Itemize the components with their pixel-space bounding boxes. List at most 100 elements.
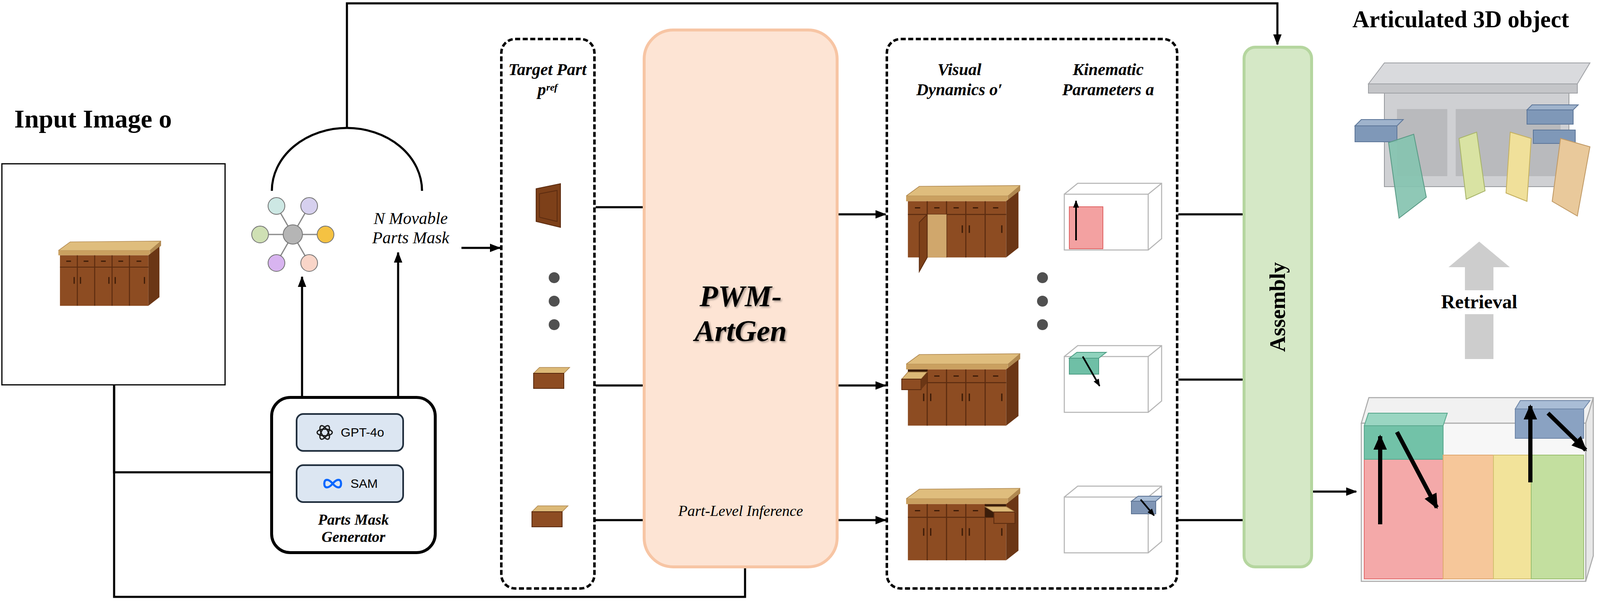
part-crop bbox=[531, 183, 570, 527]
column-heading: Kinematic Parameters a bbox=[1056, 59, 1160, 100]
cabinet-open-door bbox=[906, 185, 1021, 272]
feed-arrow bbox=[301, 276, 304, 397]
part-region bbox=[1069, 206, 1103, 249]
connector bbox=[1178, 213, 1243, 216]
drawer-top bbox=[1355, 119, 1404, 126]
open-drawer bbox=[993, 512, 1015, 524]
figure-label: Articulated 3D object bbox=[1352, 5, 1569, 33]
model-name: GPT-4o bbox=[340, 425, 384, 441]
arrow-label-slot: Retrieval bbox=[1437, 290, 1521, 315]
open-drawer bbox=[901, 379, 922, 390]
part-region bbox=[1069, 358, 1099, 375]
ellipsis-dot bbox=[548, 319, 560, 331]
mask-output: N Movable Parts Mask bbox=[359, 208, 462, 253]
mask-label-slot: N Movable Parts Mask bbox=[359, 208, 462, 248]
drawer-part bbox=[531, 511, 563, 527]
graph-dot bbox=[268, 254, 285, 272]
model-chip: SAM bbox=[295, 464, 404, 503]
door-panel bbox=[539, 190, 558, 222]
graph-dot bbox=[268, 197, 285, 215]
mask-generator-box: GPT-4oSAM Parts Mask Generator bbox=[270, 396, 437, 555]
drawer-top bbox=[533, 367, 570, 374]
graph-icon bbox=[251, 197, 334, 272]
joint-axis bbox=[1528, 406, 1533, 483]
graph-dot bbox=[251, 226, 269, 243]
input-heading: Input Image o bbox=[14, 104, 172, 134]
connector bbox=[397, 252, 400, 397]
joint-axis bbox=[1075, 200, 1077, 241]
ellipsis-dot bbox=[1037, 319, 1048, 331]
connector bbox=[838, 384, 886, 387]
group-heading: Target Part pʳᵉᶠ bbox=[504, 59, 591, 100]
bbox-edges bbox=[1064, 345, 1162, 413]
bbox-front bbox=[1064, 194, 1149, 251]
column-heading-slot: Visual Dynamics o′ bbox=[911, 59, 1008, 100]
arrow-label: Retrieval bbox=[1437, 290, 1521, 315]
column-heading-slot: Kinematic Parameters a bbox=[1056, 59, 1160, 100]
logo-stroke bbox=[317, 424, 332, 441]
graph-dot bbox=[300, 197, 318, 215]
connector bbox=[1178, 519, 1243, 522]
assembly-bar: Assembly bbox=[1242, 45, 1314, 569]
model-subtitle-slot: Part-Level Inference bbox=[677, 502, 804, 521]
generator-label-slot: Parts Mask Generator bbox=[290, 511, 417, 547]
assembly-label: Assembly bbox=[1265, 262, 1291, 352]
part-region bbox=[1531, 455, 1584, 579]
input-heading-slot: Input Image o bbox=[14, 104, 172, 134]
graph-edges bbox=[260, 205, 326, 264]
bbox-edges bbox=[1064, 183, 1162, 251]
model-block: PWM- ArtGenPart-Level Inference bbox=[642, 28, 839, 569]
drawer-top bbox=[531, 505, 569, 512]
logo-stroke bbox=[324, 479, 342, 488]
object-door bbox=[1459, 132, 1486, 200]
drawer-side bbox=[921, 372, 928, 390]
ellipsis-dot bbox=[548, 295, 560, 307]
door-part bbox=[536, 183, 561, 228]
cabinet-photo bbox=[58, 241, 162, 306]
bracket-arc bbox=[271, 127, 423, 191]
joint-axis bbox=[1378, 436, 1383, 525]
connector bbox=[595, 519, 643, 522]
connector bbox=[838, 213, 886, 216]
kinematic-box bbox=[1064, 345, 1162, 413]
model-title: PWM- ArtGen bbox=[677, 278, 804, 349]
kinematic-box bbox=[1064, 486, 1162, 553]
kinematic-box bbox=[1064, 183, 1162, 251]
openai-logo bbox=[315, 423, 334, 442]
object-door bbox=[1506, 132, 1532, 202]
object-door bbox=[1552, 138, 1590, 217]
model-name-slot: GPT-4o bbox=[297, 414, 403, 451]
object-drawer bbox=[1527, 109, 1574, 125]
part-region-top bbox=[1131, 496, 1162, 502]
graph-dot bbox=[300, 254, 318, 272]
bbox-front bbox=[1361, 423, 1586, 582]
connector bbox=[114, 385, 271, 473]
dashed-group-box: Target Part pʳᵉᶠ bbox=[500, 37, 596, 590]
feed-arrow bbox=[1313, 490, 1357, 493]
part-region bbox=[1364, 459, 1444, 579]
open-door bbox=[919, 214, 928, 272]
object-top bbox=[1368, 62, 1590, 84]
ellipsis-dot bbox=[548, 272, 560, 284]
graph-dot bbox=[317, 226, 334, 243]
part-region bbox=[1443, 455, 1494, 579]
joint-axis bbox=[1140, 499, 1155, 516]
meta-logo bbox=[321, 474, 344, 493]
part-region-top bbox=[1515, 400, 1590, 410]
model-title-slot: PWM- ArtGen bbox=[677, 278, 804, 349]
joint-axis bbox=[1082, 356, 1100, 386]
part-region-top bbox=[1364, 413, 1448, 426]
model-name-slot: SAM bbox=[297, 466, 403, 502]
bbox-front bbox=[1064, 356, 1149, 413]
cabinet-open-drawer bbox=[901, 353, 1021, 426]
bbox-edges bbox=[1064, 486, 1162, 553]
part-region bbox=[1493, 455, 1532, 579]
object-drawer bbox=[1355, 125, 1397, 142]
cabinet-photo bbox=[906, 488, 1021, 561]
model-chip: GPT-4o bbox=[295, 413, 404, 452]
ellipsis-dot bbox=[1037, 272, 1048, 284]
input-image-frame: Input Image o bbox=[1, 163, 226, 386]
